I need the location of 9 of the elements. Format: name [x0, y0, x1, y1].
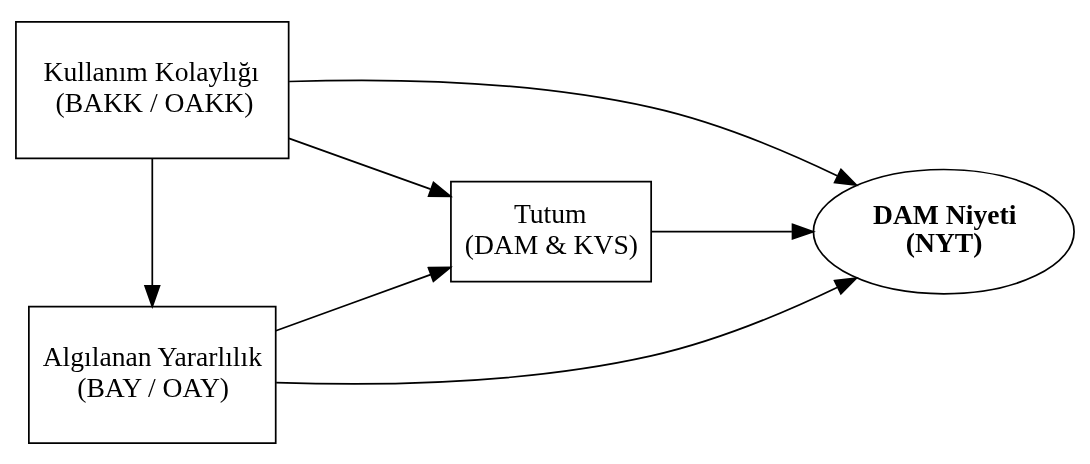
- node-box: Algılanan Yararlılık (BAY / OAY): [28, 305, 277, 444]
- arrow: [275, 266, 453, 332]
- arrow: [288, 79, 859, 186]
- arrow: [288, 137, 453, 197]
- node-box: Kullanım Kolaylığı (BAKK / OAKK): [15, 20, 290, 159]
- arrow: [650, 222, 816, 240]
- arrow: [143, 157, 161, 309]
- arrow: [275, 276, 859, 385]
- node-box: Tutum (DAM & KVS): [450, 180, 653, 283]
